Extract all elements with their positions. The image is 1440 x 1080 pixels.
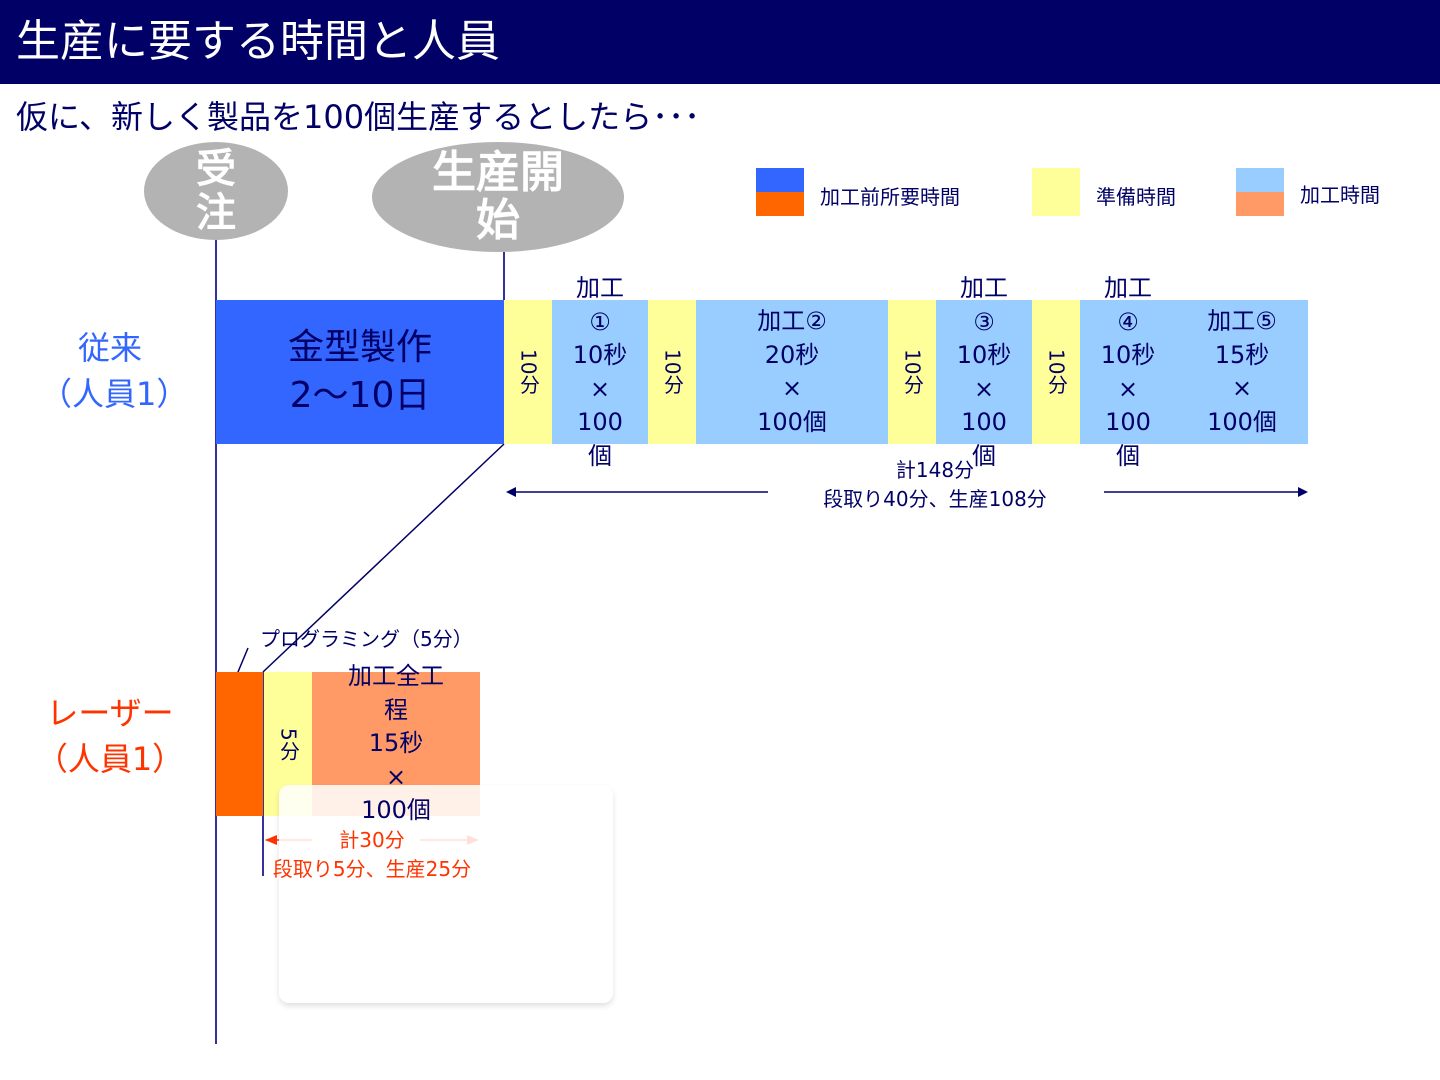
milestone-start: 生産開始 (372, 142, 624, 252)
t: × (1231, 374, 1253, 402)
t: 程 (384, 695, 408, 724)
programming-block (216, 672, 263, 816)
legend-pre: 加工前所要時間 (820, 185, 960, 209)
t: 個 (588, 441, 612, 470)
t: 加工 (1104, 274, 1152, 302)
t: 個 (972, 441, 996, 470)
t: × (1117, 374, 1139, 403)
t: 加工 (576, 274, 624, 302)
t: 10秒 (1100, 341, 1156, 369)
overlay-card (279, 785, 613, 1003)
t: ④ (1117, 307, 1139, 336)
conventional-total: 計148分 段取り40分、生産108分 (780, 456, 1090, 514)
laser-total-label: 計30分 (339, 828, 405, 852)
mold-making-block: 金型製作 2～10日 (216, 300, 504, 444)
t: ③ (973, 307, 995, 336)
setup-label: 10分 (516, 349, 541, 395)
laser-process-text: 加工全工程 15秒 × 100個 (312, 660, 480, 828)
setup-label: 10分 (900, 349, 925, 395)
start-label: 生産開始 (432, 146, 564, 246)
t: 加工全工 (348, 662, 444, 690)
step-1-text: 加工 ① 10秒 × 100 個 (552, 272, 648, 473)
laser-setup-label: 5分 (276, 727, 301, 761)
t: 100個 (1207, 407, 1277, 436)
mold-label: 金型製作 (287, 327, 432, 368)
process-block-1 (552, 300, 648, 444)
t: × (973, 374, 995, 403)
slide-subtitle: 仮に、新しく製品を100個生産するとしたら･･･ (16, 98, 701, 136)
t: 15秒 (1214, 340, 1270, 369)
setup-label: 10分 (1044, 349, 1069, 395)
order-label: 受注 (196, 146, 236, 236)
setup-label: 10分 (660, 349, 685, 395)
conventional-staff: （人員1） (40, 375, 189, 413)
t: 15秒 (368, 729, 424, 757)
breakdown-label: 段取り40分、生産108分 (823, 487, 1047, 511)
row-conventional-label: 従来 （人員1） (40, 325, 189, 417)
step-2-text: 加工② 20秒 × 100個 (696, 305, 888, 439)
conventional-name: 従来 (77, 329, 142, 367)
laser-staff: （人員1） (35, 740, 185, 778)
setup-block: 10分 (504, 300, 552, 444)
step-3-text: 加工 ③ 10秒 × 100 個 (936, 272, 1032, 473)
legend-swatch-yellow (1032, 168, 1080, 216)
t: 100個 (757, 407, 827, 436)
t: 20秒 (764, 340, 820, 369)
slide-title: 生産に要する時間と人員 (0, 0, 1440, 84)
t: × (385, 762, 407, 791)
t: 個 (1116, 441, 1140, 470)
t: 加工 (960, 274, 1008, 302)
milestone-order: 受注 (144, 142, 288, 240)
setup-block: 10分 (888, 300, 936, 444)
t: 加工⑤ (1207, 307, 1277, 335)
step-4-text: 加工 ④ 10秒 × 100 個 (1080, 272, 1176, 473)
row-laser-label: レーザー （人員1） (30, 690, 190, 782)
process-block-4-5 (1080, 300, 1308, 444)
legend-setup: 準備時間 (1096, 185, 1176, 209)
t: 10秒 (572, 341, 628, 369)
laser-total: 計30分 段取り5分、生産25分 (262, 826, 482, 884)
legend-swatch-orange (756, 192, 804, 216)
programming-label: プログラミング（5分） (260, 627, 473, 651)
t: ① (589, 307, 611, 336)
mold-days: 2～10日 (289, 375, 431, 416)
t: × (589, 374, 611, 403)
setup-block: 10分 (1032, 300, 1080, 444)
t: 100個 (361, 796, 431, 824)
legend-process: 加工時間 (1300, 183, 1380, 207)
step-5-text: 加工⑤ 15秒 × 100個 (1176, 305, 1308, 439)
t: × (781, 374, 803, 402)
t: 100 (1105, 408, 1151, 436)
total-label: 計148分 (895, 458, 975, 482)
t: 10秒 (956, 341, 1012, 369)
process-block-3 (936, 300, 1032, 444)
t: 100 (577, 408, 623, 436)
legend-swatch-blue (756, 168, 804, 192)
t: 加工② (757, 307, 827, 335)
legend-swatch-salmon (1236, 192, 1284, 216)
legend-swatch-lightblue (1236, 168, 1284, 192)
laser-breakdown-label: 段取り5分、生産25分 (272, 857, 472, 881)
setup-block: 10分 (648, 300, 696, 444)
process-block-2 (696, 300, 888, 444)
laser-name: レーザー (46, 694, 174, 732)
t: 100 (961, 408, 1007, 436)
